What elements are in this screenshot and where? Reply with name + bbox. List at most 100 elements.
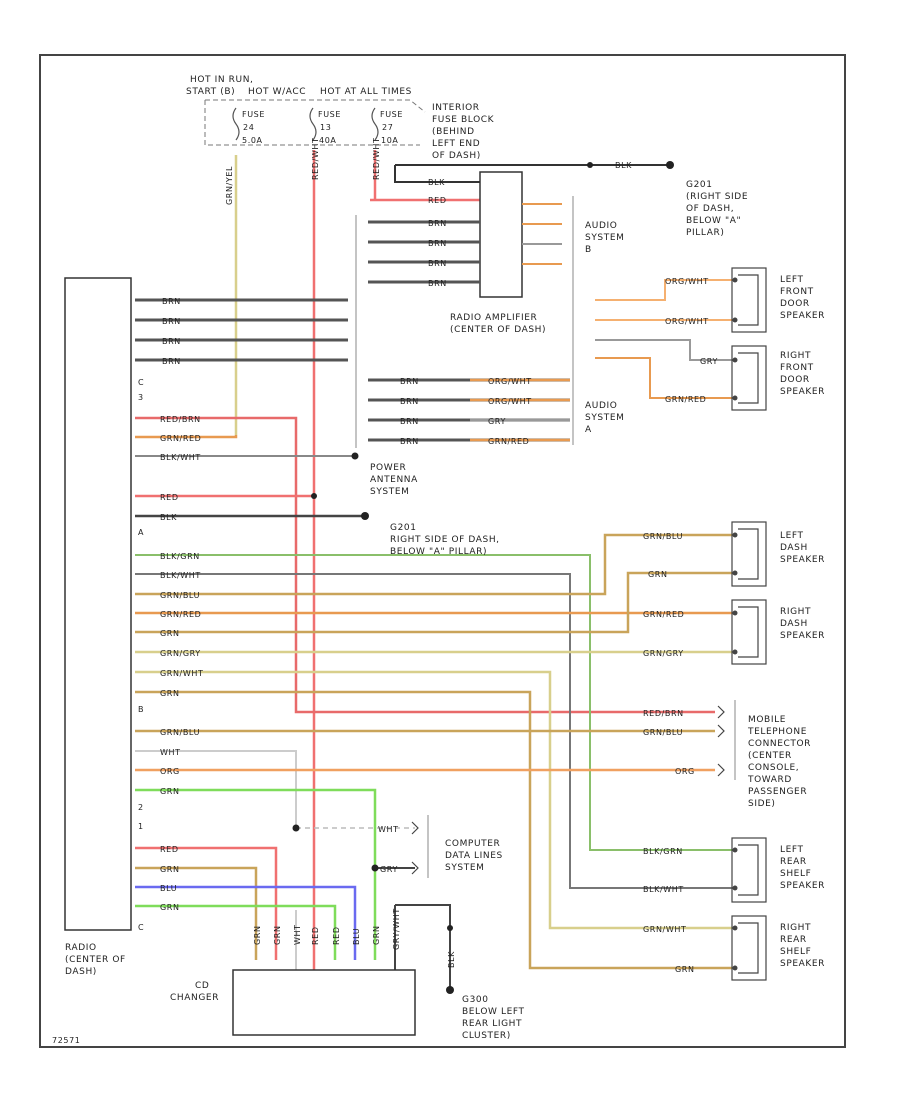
svg-text:BLK: BLK (447, 951, 456, 968)
fuse-3-number: 27 (382, 123, 393, 132)
audio-system-b-connector (522, 196, 574, 445)
fuse-2-label: FUSE (318, 110, 341, 119)
radio-label: RADIO (CENTER OF DASH) (65, 943, 126, 977)
svg-text:BRN: BRN (400, 437, 419, 446)
computer-data-wires: WHT GRY (292, 815, 429, 878)
left-dash-speaker-label: LEFT DASH SPEAKER (780, 531, 825, 565)
svg-text:GRN/WHT: GRN/WHT (160, 669, 203, 678)
ground-mid-label: G201 RIGHT SIDE OF DASH, BELOW "A" PILLA… (390, 523, 500, 557)
svg-text:BLK: BLK (160, 513, 177, 522)
fuse-block-location-label: INTERIOR FUSE BLOCK (BEHIND LEFT END OF … (432, 103, 495, 161)
svg-text:(CENTER: (CENTER (748, 751, 792, 761)
svg-text:GRN: GRN (253, 925, 262, 945)
mobile-telephone-connector (717, 700, 736, 780)
svg-text:BRN: BRN (162, 337, 181, 346)
svg-text:GRN: GRN (372, 925, 381, 945)
fuse-1-amp: 5.0A (242, 136, 263, 145)
svg-text:BLU: BLU (352, 928, 361, 945)
svg-text:INTERIOR: INTERIOR (432, 103, 480, 113)
mobile-telephone-label: MOBILE TELEPHONE CONNECTOR (CENTER CONSO… (747, 715, 810, 809)
fuse-hot-acc: HOT W/ACC (248, 87, 306, 97)
svg-text:(RIGHT SIDE: (RIGHT SIDE (686, 192, 748, 202)
svg-text:BRN: BRN (162, 297, 181, 306)
svg-text:DATA LINES: DATA LINES (445, 851, 503, 861)
fuse-2-number: 13 (320, 123, 331, 132)
svg-text:BRN: BRN (428, 259, 447, 268)
svg-text:GRN/RED: GRN/RED (160, 610, 201, 619)
svg-text:GRN: GRN (160, 903, 180, 912)
svg-text:3: 3 (138, 393, 144, 402)
svg-text:2: 2 (138, 803, 144, 812)
svg-text:(BEHIND: (BEHIND (432, 127, 475, 137)
svg-text:BRN: BRN (400, 377, 419, 386)
wire-battery-label: RED/WHT (311, 138, 320, 180)
svg-text:(CENTER OF: (CENTER OF (65, 955, 126, 965)
svg-text:RED: RED (160, 845, 179, 854)
svg-text:SPEAKER: SPEAKER (780, 631, 825, 641)
left-front-speaker-label: LEFT FRONT DOOR SPEAKER (780, 275, 824, 321)
svg-text:TELEPHONE: TELEPHONE (747, 727, 807, 737)
right-rear-speaker-label: RIGHT REAR SHELF SPEAKER (780, 923, 824, 969)
svg-text:AUDIO: AUDIO (585, 221, 617, 231)
left-front-door-speaker (731, 267, 767, 333)
svg-text:BELOW "A" PILLAR): BELOW "A" PILLAR) (390, 547, 487, 557)
svg-text:DOOR: DOOR (780, 299, 810, 309)
svg-text:RIGHT SIDE OF DASH,: RIGHT SIDE OF DASH, (390, 535, 500, 545)
svg-text:SPEAKER: SPEAKER (780, 555, 825, 565)
fuse-3-amp: 10A (381, 136, 398, 145)
dash-speaker-wire-labels: GRN/BLU GRN GRN/RED GRN/GRY (643, 532, 684, 658)
svg-text:GRY: GRY (488, 417, 506, 426)
radio-output-wires: RED/BRN GRN/RED BLK/WHT RED BLK BLK/GRN … (135, 415, 735, 970)
svg-text:GRN/BLU: GRN/BLU (643, 728, 683, 737)
svg-text:RED: RED (160, 493, 179, 502)
svg-text:FRONT: FRONT (780, 287, 814, 297)
svg-text:CHANGER: CHANGER (170, 993, 219, 1003)
wire-amp-blk-label: BLK (428, 178, 445, 187)
svg-text:BRN: BRN (162, 357, 181, 366)
wire-amp-feed-label: RED/WHT (372, 138, 381, 180)
svg-text:FUSE BLOCK: FUSE BLOCK (432, 115, 495, 125)
svg-text:REAR LIGHT: REAR LIGHT (462, 1019, 522, 1029)
svg-text:LEFT END: LEFT END (432, 139, 480, 149)
svg-text:B: B (138, 705, 144, 714)
svg-text:REAR: REAR (780, 857, 807, 867)
amp-input-bus: BRN BRN BRN BRN (368, 219, 480, 288)
audio-system-b-label: AUDIO SYSTEM B (585, 221, 624, 255)
svg-text:GRN/RED: GRN/RED (643, 610, 684, 619)
svg-text:1: 1 (138, 822, 144, 831)
svg-text:WHT: WHT (160, 748, 181, 757)
radio-amp-bus: BRN BRN BRN BRN (135, 297, 348, 366)
svg-text:WHT: WHT (378, 825, 399, 834)
wire-amp-ground (394, 165, 480, 183)
wire-ignition-label: GRN/YEL (225, 166, 234, 205)
svg-text:POWER: POWER (370, 463, 406, 473)
fuse-block-outline (205, 99, 426, 113)
svg-text:RIGHT: RIGHT (780, 351, 811, 361)
svg-text:BLK/GRN: BLK/GRN (160, 552, 200, 561)
svg-text:CONSOLE,: CONSOLE, (748, 763, 799, 773)
fuse-1-number: 24 (243, 123, 254, 132)
radio-box (64, 277, 132, 931)
svg-text:SPEAKER: SPEAKER (780, 881, 825, 891)
svg-text:ORG/WHT: ORG/WHT (488, 377, 532, 386)
fuse-3-symbol (371, 107, 379, 141)
svg-text:ORG/WHT: ORG/WHT (488, 397, 532, 406)
svg-text:SPEAKER: SPEAKER (780, 387, 825, 397)
svg-text:ORG: ORG (675, 767, 695, 776)
svg-text:BRN: BRN (428, 219, 447, 228)
fuse-hot-at-all: HOT AT ALL TIMES (320, 87, 412, 97)
svg-text:BRN: BRN (162, 317, 181, 326)
phone-wire-labels: RED/BRN GRN/BLU ORG (643, 709, 695, 776)
fuse-hot-header: HOT IN RUN, (190, 75, 254, 85)
svg-text:RADIO AMPLIFIER: RADIO AMPLIFIER (450, 313, 537, 323)
svg-text:GRY: GRY (700, 357, 718, 366)
svg-text:FRONT: FRONT (780, 363, 814, 373)
svg-text:A: A (138, 528, 144, 537)
rear-speaker-wire-labels: BLK/GRN BLK/WHT GRN/WHT GRN (643, 847, 694, 974)
ground-top-symbol (666, 161, 674, 169)
svg-text:RIGHT: RIGHT (780, 607, 811, 617)
svg-text:GRN/RED: GRN/RED (488, 437, 529, 446)
svg-text:RIGHT: RIGHT (780, 923, 811, 933)
svg-text:ANTENNA: ANTENNA (370, 475, 418, 485)
